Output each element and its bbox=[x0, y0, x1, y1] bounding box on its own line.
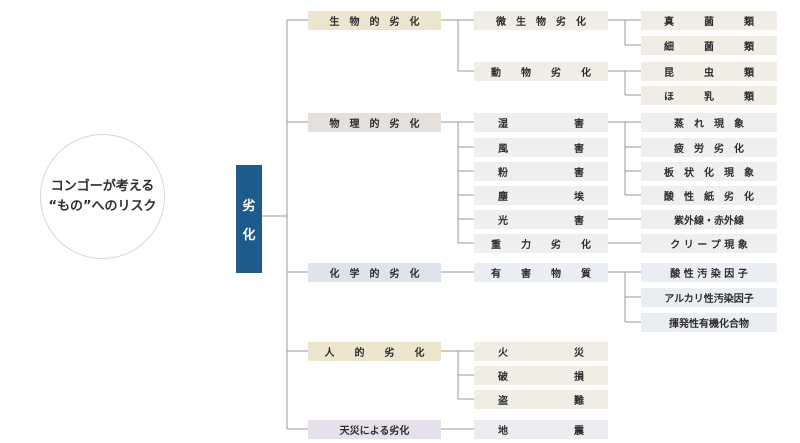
node-light-damage-char-2: 害 bbox=[574, 216, 584, 227]
node-breakage: 破損 bbox=[474, 366, 608, 385]
node-powder-damage-char-2: 害 bbox=[574, 168, 584, 179]
node-earthquake-char-1: 地 bbox=[498, 426, 508, 437]
node-powder-damage-char-1: 粉 bbox=[498, 168, 508, 179]
node-light-damage: 光害 bbox=[474, 210, 608, 229]
title-circle: コンゴーが考える “もの”へのリスク bbox=[40, 134, 165, 259]
node-wind-damage-char-2: 害 bbox=[574, 144, 584, 155]
root-char-2: 化 bbox=[242, 228, 256, 243]
node-theft-char-2: 難 bbox=[574, 396, 584, 407]
node-fire-char-2: 災 bbox=[574, 348, 584, 359]
node-acidic-pollutants: 酸 性 汚 染 因 子 bbox=[641, 263, 777, 282]
node-theft-char-1: 盗 bbox=[498, 396, 508, 407]
node-fire: 火災 bbox=[474, 342, 608, 361]
node-fungi: 真 菌 類 bbox=[641, 11, 777, 30]
node-wind-damage: 風害 bbox=[474, 138, 608, 157]
node-insects: 昆 虫 類 bbox=[641, 62, 777, 81]
node-theft: 盗難 bbox=[474, 390, 608, 409]
title-line-2: “もの”へのリスク bbox=[48, 198, 157, 214]
node-physical-deterioration: 物 理 的 劣 化 bbox=[308, 113, 441, 132]
node-fatigue: 疲 労 劣 化 bbox=[641, 138, 777, 157]
node-powder-damage: 粉害 bbox=[474, 162, 608, 181]
node-moisture-damage: 湿害 bbox=[474, 113, 608, 132]
node-uv-ir: 紫外線・赤外線 bbox=[641, 210, 777, 229]
node-fire-char-1: 火 bbox=[498, 348, 508, 359]
node-harmful-substances: 有 害 物 質 bbox=[474, 263, 608, 282]
node-microbial-deterioration: 微 生 物 劣 化 bbox=[474, 11, 608, 30]
node-earthquake: 地震 bbox=[474, 420, 608, 439]
node-breakage-char-2: 損 bbox=[574, 372, 584, 383]
node-creep: ク リ ー プ 現 象 bbox=[641, 234, 777, 253]
node-moisture-damage-char-1: 湿 bbox=[498, 119, 508, 130]
node-mammals: ほ 乳 類 bbox=[641, 86, 777, 105]
node-dust: 塵埃 bbox=[474, 186, 608, 205]
root-node-deterioration: 劣 化 bbox=[236, 165, 262, 273]
node-breakage-char-1: 破 bbox=[498, 372, 508, 383]
node-dust-char-1: 塵 bbox=[498, 192, 508, 203]
node-animal-deterioration: 動 物 劣 化 bbox=[474, 62, 608, 81]
node-disaster-deterioration: 天災による劣化 bbox=[308, 420, 441, 439]
node-gravity-deterioration: 重 力 劣 化 bbox=[474, 234, 608, 253]
node-earthquake-char-2: 震 bbox=[574, 426, 584, 437]
node-light-damage-char-1: 光 bbox=[498, 216, 508, 227]
node-flaking: 板 状 化 現 象 bbox=[641, 162, 777, 181]
node-moisture-damage-char-2: 害 bbox=[574, 119, 584, 130]
node-stuffiness: 蒸 れ 現 象 bbox=[641, 113, 777, 132]
node-human-deterioration: 人 的 劣 化 bbox=[308, 342, 441, 361]
root-char-1: 劣 bbox=[242, 199, 256, 214]
node-dust-char-2: 埃 bbox=[574, 192, 584, 203]
title-line-1: コンゴーが考える bbox=[50, 178, 155, 194]
node-alkaline-pollutants: アルカリ性汚染因子 bbox=[641, 288, 777, 307]
node-chemical-deterioration: 化 学 的 劣 化 bbox=[308, 263, 441, 282]
node-voc: 揮発性有機化合物 bbox=[641, 313, 777, 332]
node-acid-paper: 酸 性 紙 劣 化 bbox=[641, 186, 777, 205]
node-bacteria: 細 菌 類 bbox=[641, 36, 777, 55]
node-wind-damage-char-1: 風 bbox=[498, 144, 508, 155]
node-biological-deterioration: 生 物 的 劣 化 bbox=[308, 11, 441, 30]
